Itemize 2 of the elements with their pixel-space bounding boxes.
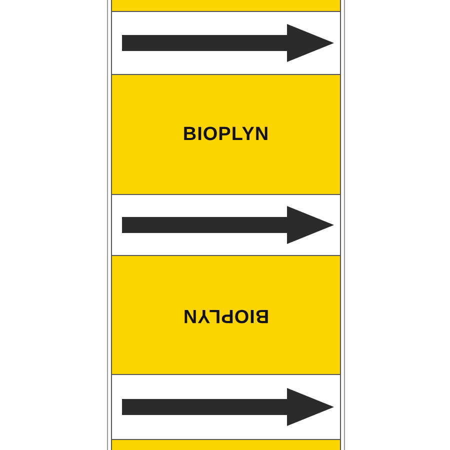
medium-label: BIOPLYN	[182, 304, 270, 326]
medium-label: BIOPLYN	[182, 124, 270, 146]
